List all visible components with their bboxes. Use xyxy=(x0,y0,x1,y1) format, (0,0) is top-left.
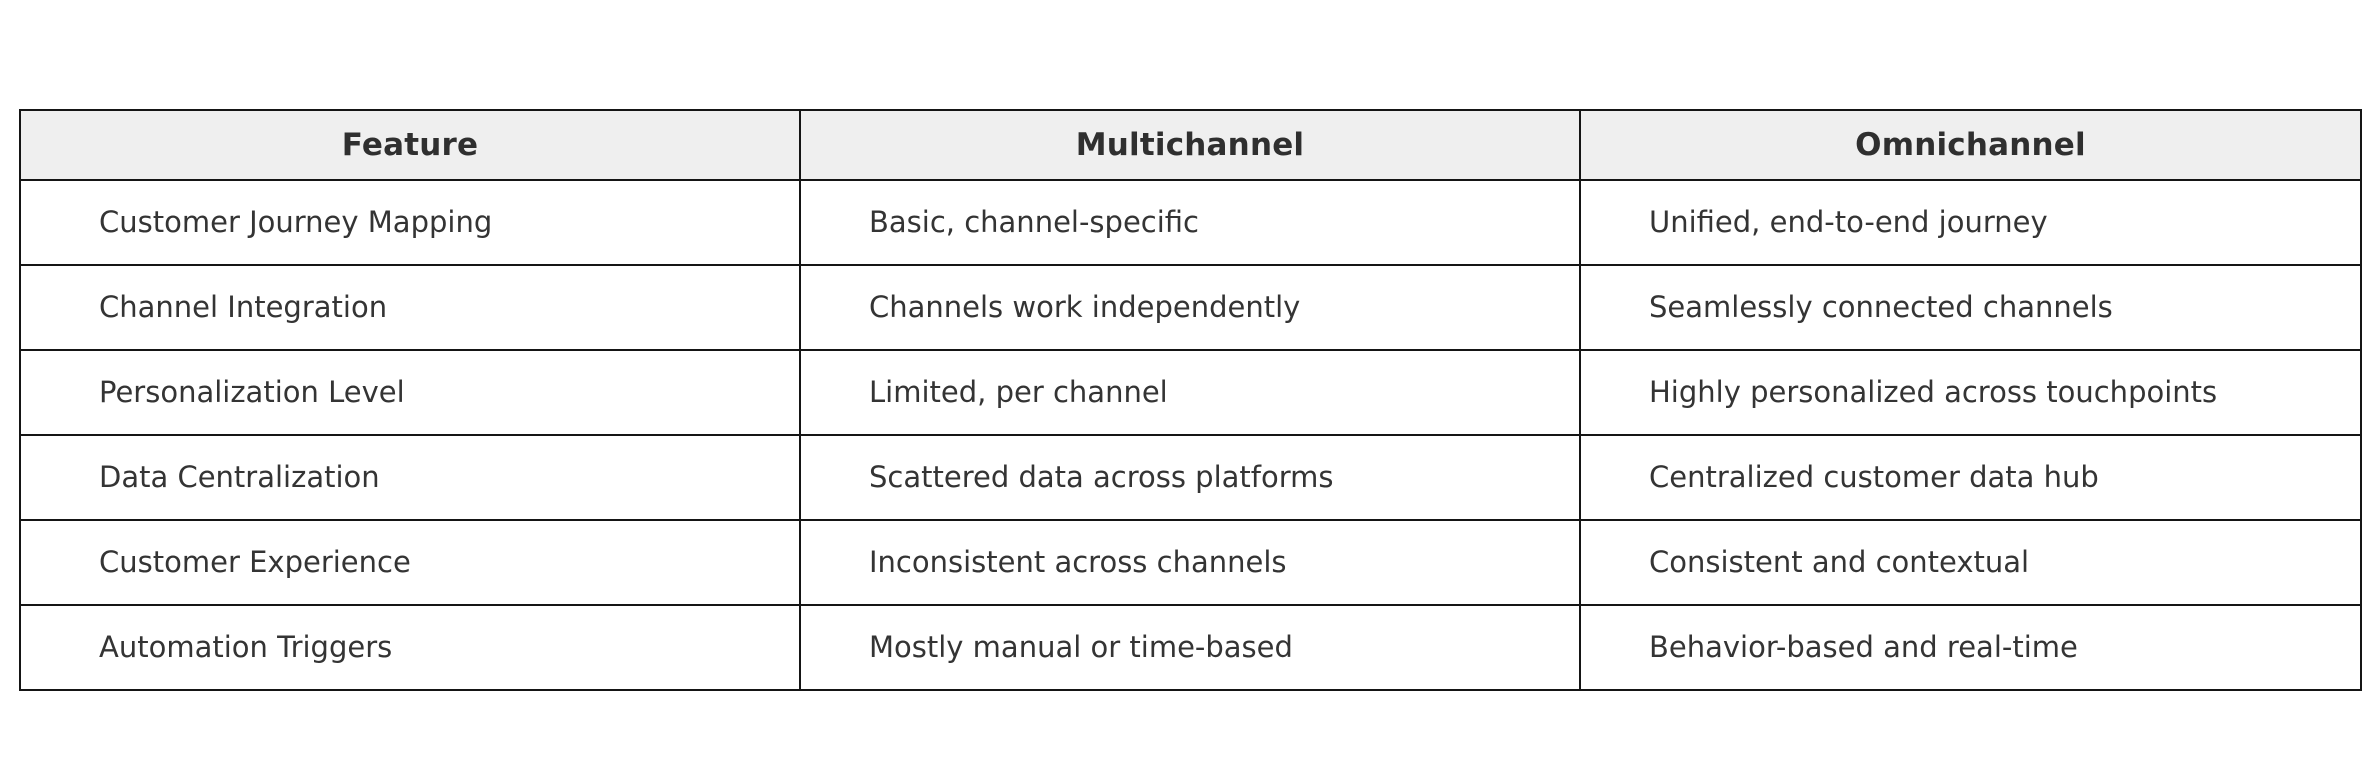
table-row: Customer Journey Mapping Basic, channel-… xyxy=(19,179,2362,266)
table-body: Customer Journey Mapping Basic, channel-… xyxy=(19,179,2362,691)
cell-multichannel: Mostly manual or time-based xyxy=(799,604,1581,691)
cell-omnichannel: Behavior-based and real-time xyxy=(1579,604,2362,691)
cell-multichannel-text: Scattered data across platforms xyxy=(869,460,1334,495)
cell-multichannel-text: Mostly manual or time-based xyxy=(869,630,1293,665)
cell-feature-text: Customer Journey Mapping xyxy=(99,205,493,240)
cell-omnichannel-text: Seamlessly connected channels xyxy=(1649,290,2113,325)
cell-feature: Customer Journey Mapping xyxy=(19,179,801,266)
cell-multichannel: Limited, per channel xyxy=(799,349,1581,436)
table-row: Automation Triggers Mostly manual or tim… xyxy=(19,604,2362,691)
cell-feature: Automation Triggers xyxy=(19,604,801,691)
cell-multichannel-text: Basic, channel-specific xyxy=(869,205,1200,240)
cell-omnichannel-text: Behavior-based and real-time xyxy=(1649,630,2078,665)
table-header-row: Feature Multichannel Omnichannel xyxy=(19,109,2362,181)
cell-multichannel-text: Channels work independently xyxy=(869,290,1301,325)
cell-feature-text: Automation Triggers xyxy=(99,630,393,665)
table-row: Personalization Level Limited, per chann… xyxy=(19,349,2362,436)
cell-omnichannel: Centralized customer data hub xyxy=(1579,434,2362,521)
table-row: Data Centralization Scattered data acros… xyxy=(19,434,2362,521)
cell-feature-text: Channel Integration xyxy=(99,290,388,325)
cell-omnichannel-text: Unified, end-to-end journey xyxy=(1649,205,2048,240)
comparison-table-container: Feature Multichannel Omnichannel Custome… xyxy=(19,109,2362,691)
cell-omnichannel-text: Highly personalized across touchpoints xyxy=(1649,375,2218,410)
cell-feature-text: Customer Experience xyxy=(99,545,411,580)
cell-multichannel: Inconsistent across channels xyxy=(799,519,1581,606)
cell-omnichannel: Seamlessly connected channels xyxy=(1579,264,2362,351)
cell-feature: Channel Integration xyxy=(19,264,801,351)
cell-multichannel: Channels work independently xyxy=(799,264,1581,351)
cell-omnichannel-text: Consistent and contextual xyxy=(1649,545,2030,580)
comparison-table: Feature Multichannel Omnichannel Custome… xyxy=(19,109,2362,691)
column-header-feature-label: Feature xyxy=(341,127,479,163)
table-row: Channel Integration Channels work indepe… xyxy=(19,264,2362,351)
cell-multichannel-text: Limited, per channel xyxy=(869,375,1168,410)
cell-feature: Customer Experience xyxy=(19,519,801,606)
cell-omnichannel: Unified, end-to-end journey xyxy=(1579,179,2362,266)
table-header: Feature Multichannel Omnichannel xyxy=(19,109,2362,181)
cell-feature-text: Data Centralization xyxy=(99,460,380,495)
column-header-omnichannel-label: Omnichannel xyxy=(1855,127,2086,163)
cell-feature: Personalization Level xyxy=(19,349,801,436)
column-header-feature: Feature xyxy=(19,109,801,181)
cell-multichannel: Basic, channel-specific xyxy=(799,179,1581,266)
column-header-multichannel-label: Multichannel xyxy=(1075,127,1305,163)
cell-multichannel-text: Inconsistent across channels xyxy=(869,545,1287,580)
column-header-omnichannel: Omnichannel xyxy=(1579,109,2362,181)
column-header-multichannel: Multichannel xyxy=(799,109,1581,181)
table-row: Customer Experience Inconsistent across … xyxy=(19,519,2362,606)
cell-omnichannel: Highly personalized across touchpoints xyxy=(1579,349,2362,436)
cell-feature: Data Centralization xyxy=(19,434,801,521)
cell-omnichannel: Consistent and contextual xyxy=(1579,519,2362,606)
cell-multichannel: Scattered data across platforms xyxy=(799,434,1581,521)
cell-feature-text: Personalization Level xyxy=(99,375,405,410)
cell-omnichannel-text: Centralized customer data hub xyxy=(1649,460,2099,495)
